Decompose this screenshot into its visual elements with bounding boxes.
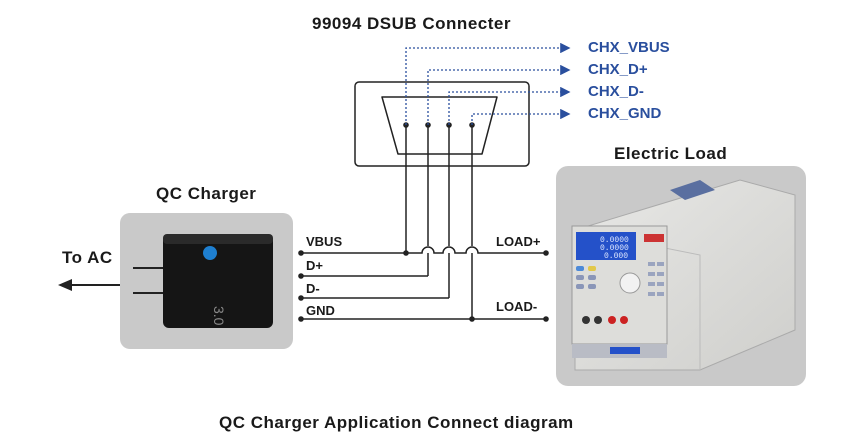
chx-gnd-label: CHX_GND xyxy=(588,105,662,122)
diagram-caption: QC Charger Application Connect diagram xyxy=(219,413,574,432)
to-ac-arrow xyxy=(58,279,120,291)
qc-charger-device: 3.0 xyxy=(120,213,293,349)
dplus-label: D+ xyxy=(306,258,323,273)
load-minus-label: LOAD- xyxy=(496,299,538,314)
qc-charger-title: QC Charger xyxy=(156,184,257,203)
dsub-connector xyxy=(354,81,530,167)
electric-load-title: Electric Load xyxy=(614,144,728,163)
chx-dminus-label: CHX_D- xyxy=(588,83,644,100)
svg-text:0.0000: 0.0000 xyxy=(600,244,629,253)
electric-load-device: 0.0000 0.0000 0.000 xyxy=(556,166,806,386)
dminus-label: D- xyxy=(306,281,320,296)
chx-dplus-label: CHX_D+ xyxy=(588,61,648,78)
vbus-label: VBUS xyxy=(306,234,343,249)
signal-lines xyxy=(301,246,546,320)
dsub-connector-title: 99094 DSUB Connecter xyxy=(312,14,511,33)
svg-text:0.0000: 0.0000 xyxy=(600,236,629,245)
load-plus-label: LOAD+ xyxy=(496,234,541,249)
qc-logo-icon xyxy=(203,246,217,260)
load-knob xyxy=(619,272,641,294)
load-display xyxy=(576,232,636,260)
line-endpoints xyxy=(298,250,549,322)
connector-wires xyxy=(405,125,473,319)
to-ac-label: To AC xyxy=(62,248,113,267)
chx-vbus-label: CHX_VBUS xyxy=(588,39,670,56)
gnd-label: GND xyxy=(306,303,335,318)
svg-text:0.000: 0.000 xyxy=(604,252,628,261)
chx-dashed-leads xyxy=(405,42,571,125)
qc-version-text: 3.0 xyxy=(211,306,227,326)
